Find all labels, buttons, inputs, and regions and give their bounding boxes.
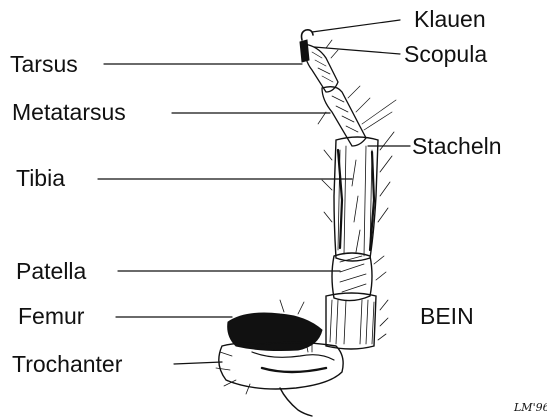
leader-lines: [98, 20, 410, 364]
leader-scopula: [314, 47, 400, 54]
label-femur: Femur: [18, 305, 84, 328]
leg-stump: [280, 388, 312, 416]
artist-signature: LM'96: [514, 401, 547, 414]
label-trochanter: Trochanter: [12, 353, 122, 376]
label-klauen: Klauen: [414, 8, 486, 31]
label-scopula: Scopula: [404, 43, 487, 66]
label-metatarsus: Metatarsus: [12, 101, 126, 124]
label-patella: Patella: [16, 260, 86, 283]
trochanter-dark: [228, 313, 322, 351]
leader-klauen: [312, 20, 400, 32]
claws-outline: [302, 30, 314, 40]
label-tarsus: Tarsus: [10, 53, 78, 76]
diagram-title: BEIN: [420, 305, 474, 328]
femur-segment: [326, 293, 376, 349]
label-stacheln: Stacheln: [412, 135, 502, 158]
label-tibia: Tibia: [16, 167, 65, 190]
leader-trochanter: [174, 362, 222, 364]
tarsus-segment: [304, 44, 338, 92]
